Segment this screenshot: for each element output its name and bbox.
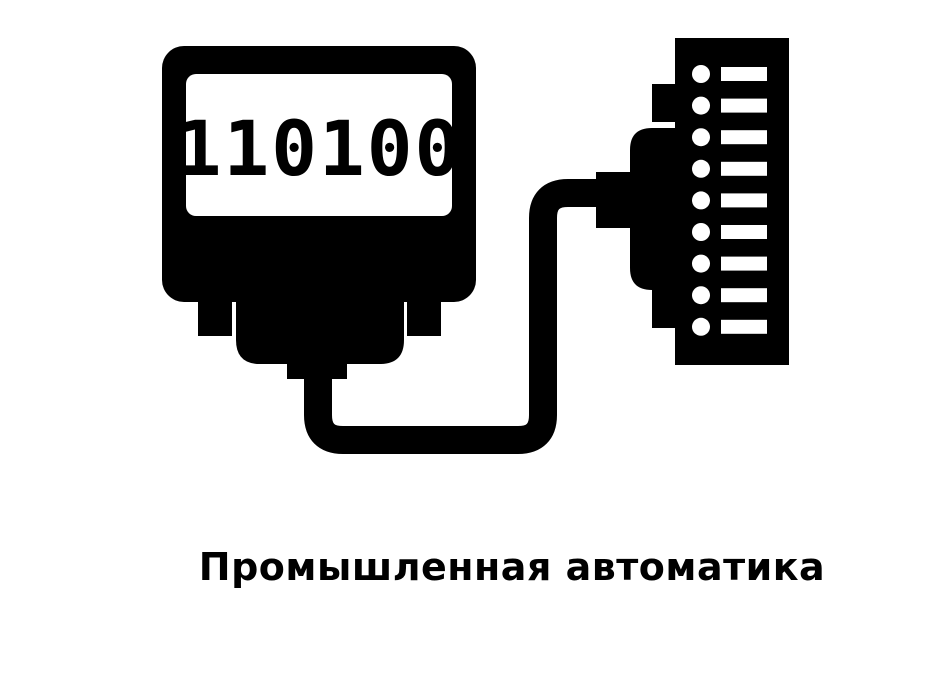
terminal-pin-dot	[692, 286, 710, 305]
terminal-pin-slot	[721, 256, 767, 271]
terminal-block-icon	[675, 38, 789, 365]
terminal-pin-slot	[721, 130, 767, 145]
terminal-pin-dot	[692, 317, 710, 336]
terminal-pin-slot	[721, 288, 767, 303]
terminal-pin-dot	[692, 128, 710, 147]
terminal-pin-slot	[721, 319, 767, 334]
terminal-pin-dot	[692, 191, 710, 210]
terminal-pin-slot	[721, 67, 767, 81]
terminal-pin-slot	[721, 98, 767, 113]
terminal-pin-dot	[692, 65, 710, 83]
terminal-pin-dot	[692, 223, 710, 241]
terminal-pin-slot	[721, 161, 767, 176]
terminal-pin-slot	[721, 193, 767, 208]
cable-icon	[304, 179, 605, 454]
terminal-pin-dot	[692, 159, 710, 178]
meter-display-value: 110100	[176, 104, 463, 193]
electric-meter-icon: 110100	[162, 46, 476, 379]
terminal-pin-slot	[721, 225, 767, 239]
terminal-pin-dot	[692, 96, 710, 115]
terminal-pin-dot	[692, 254, 710, 273]
industrial-automation-illustration: 110100	[162, 38, 789, 454]
caption-title: Промышленная автоматика	[198, 545, 826, 589]
